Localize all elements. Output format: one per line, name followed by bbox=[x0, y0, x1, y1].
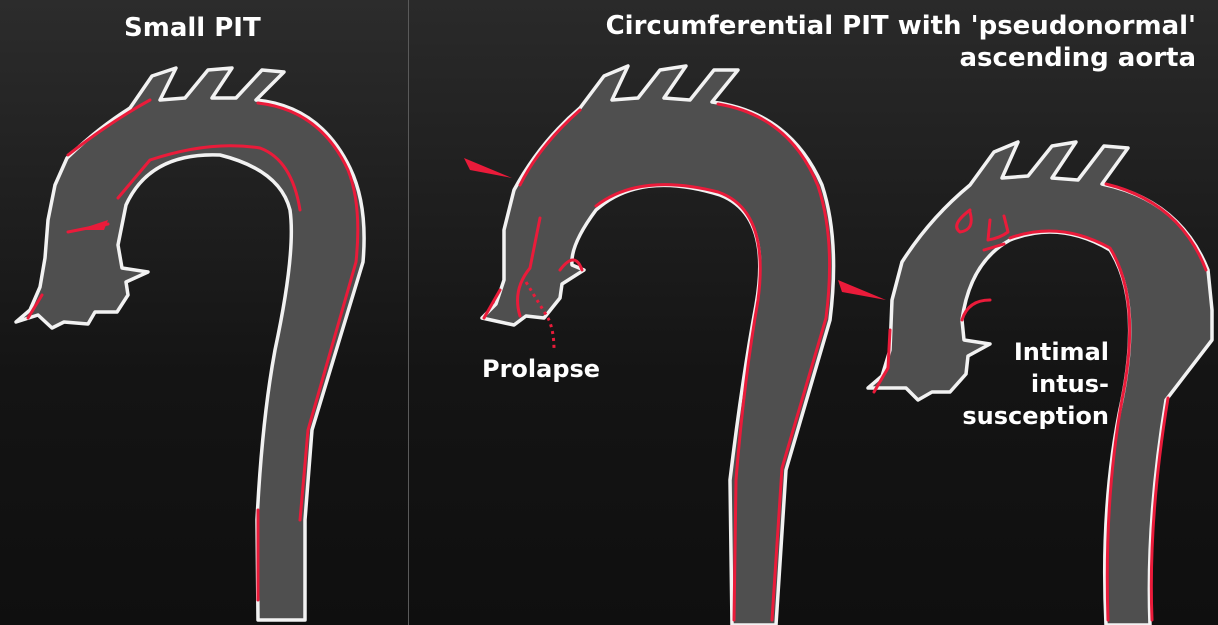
panel-title-circumferential-pit: Circumferential PIT with 'pseudonormal' … bbox=[606, 10, 1196, 74]
aorta-outline-prolapse bbox=[482, 66, 834, 625]
arrowhead-prolapse bbox=[464, 158, 512, 178]
arrowhead-intussusception bbox=[838, 280, 886, 300]
panel-title-small-pit: Small PIT bbox=[124, 12, 261, 44]
label-intimal-intussusception: Intimal intus- susception bbox=[955, 336, 1109, 432]
label-prolapse: Prolapse bbox=[482, 353, 600, 385]
label-intimal-line-3: susception bbox=[955, 400, 1109, 432]
aorta-small-pit bbox=[16, 68, 364, 620]
panel-title-line-1: Circumferential PIT with 'pseudonormal' bbox=[606, 10, 1196, 42]
aorta-prolapse bbox=[464, 66, 834, 625]
label-intimal-line-1: Intimal bbox=[955, 336, 1109, 368]
panel-title-line-2: ascending aorta bbox=[606, 42, 1196, 74]
label-intimal-line-2: intus- bbox=[955, 368, 1109, 400]
